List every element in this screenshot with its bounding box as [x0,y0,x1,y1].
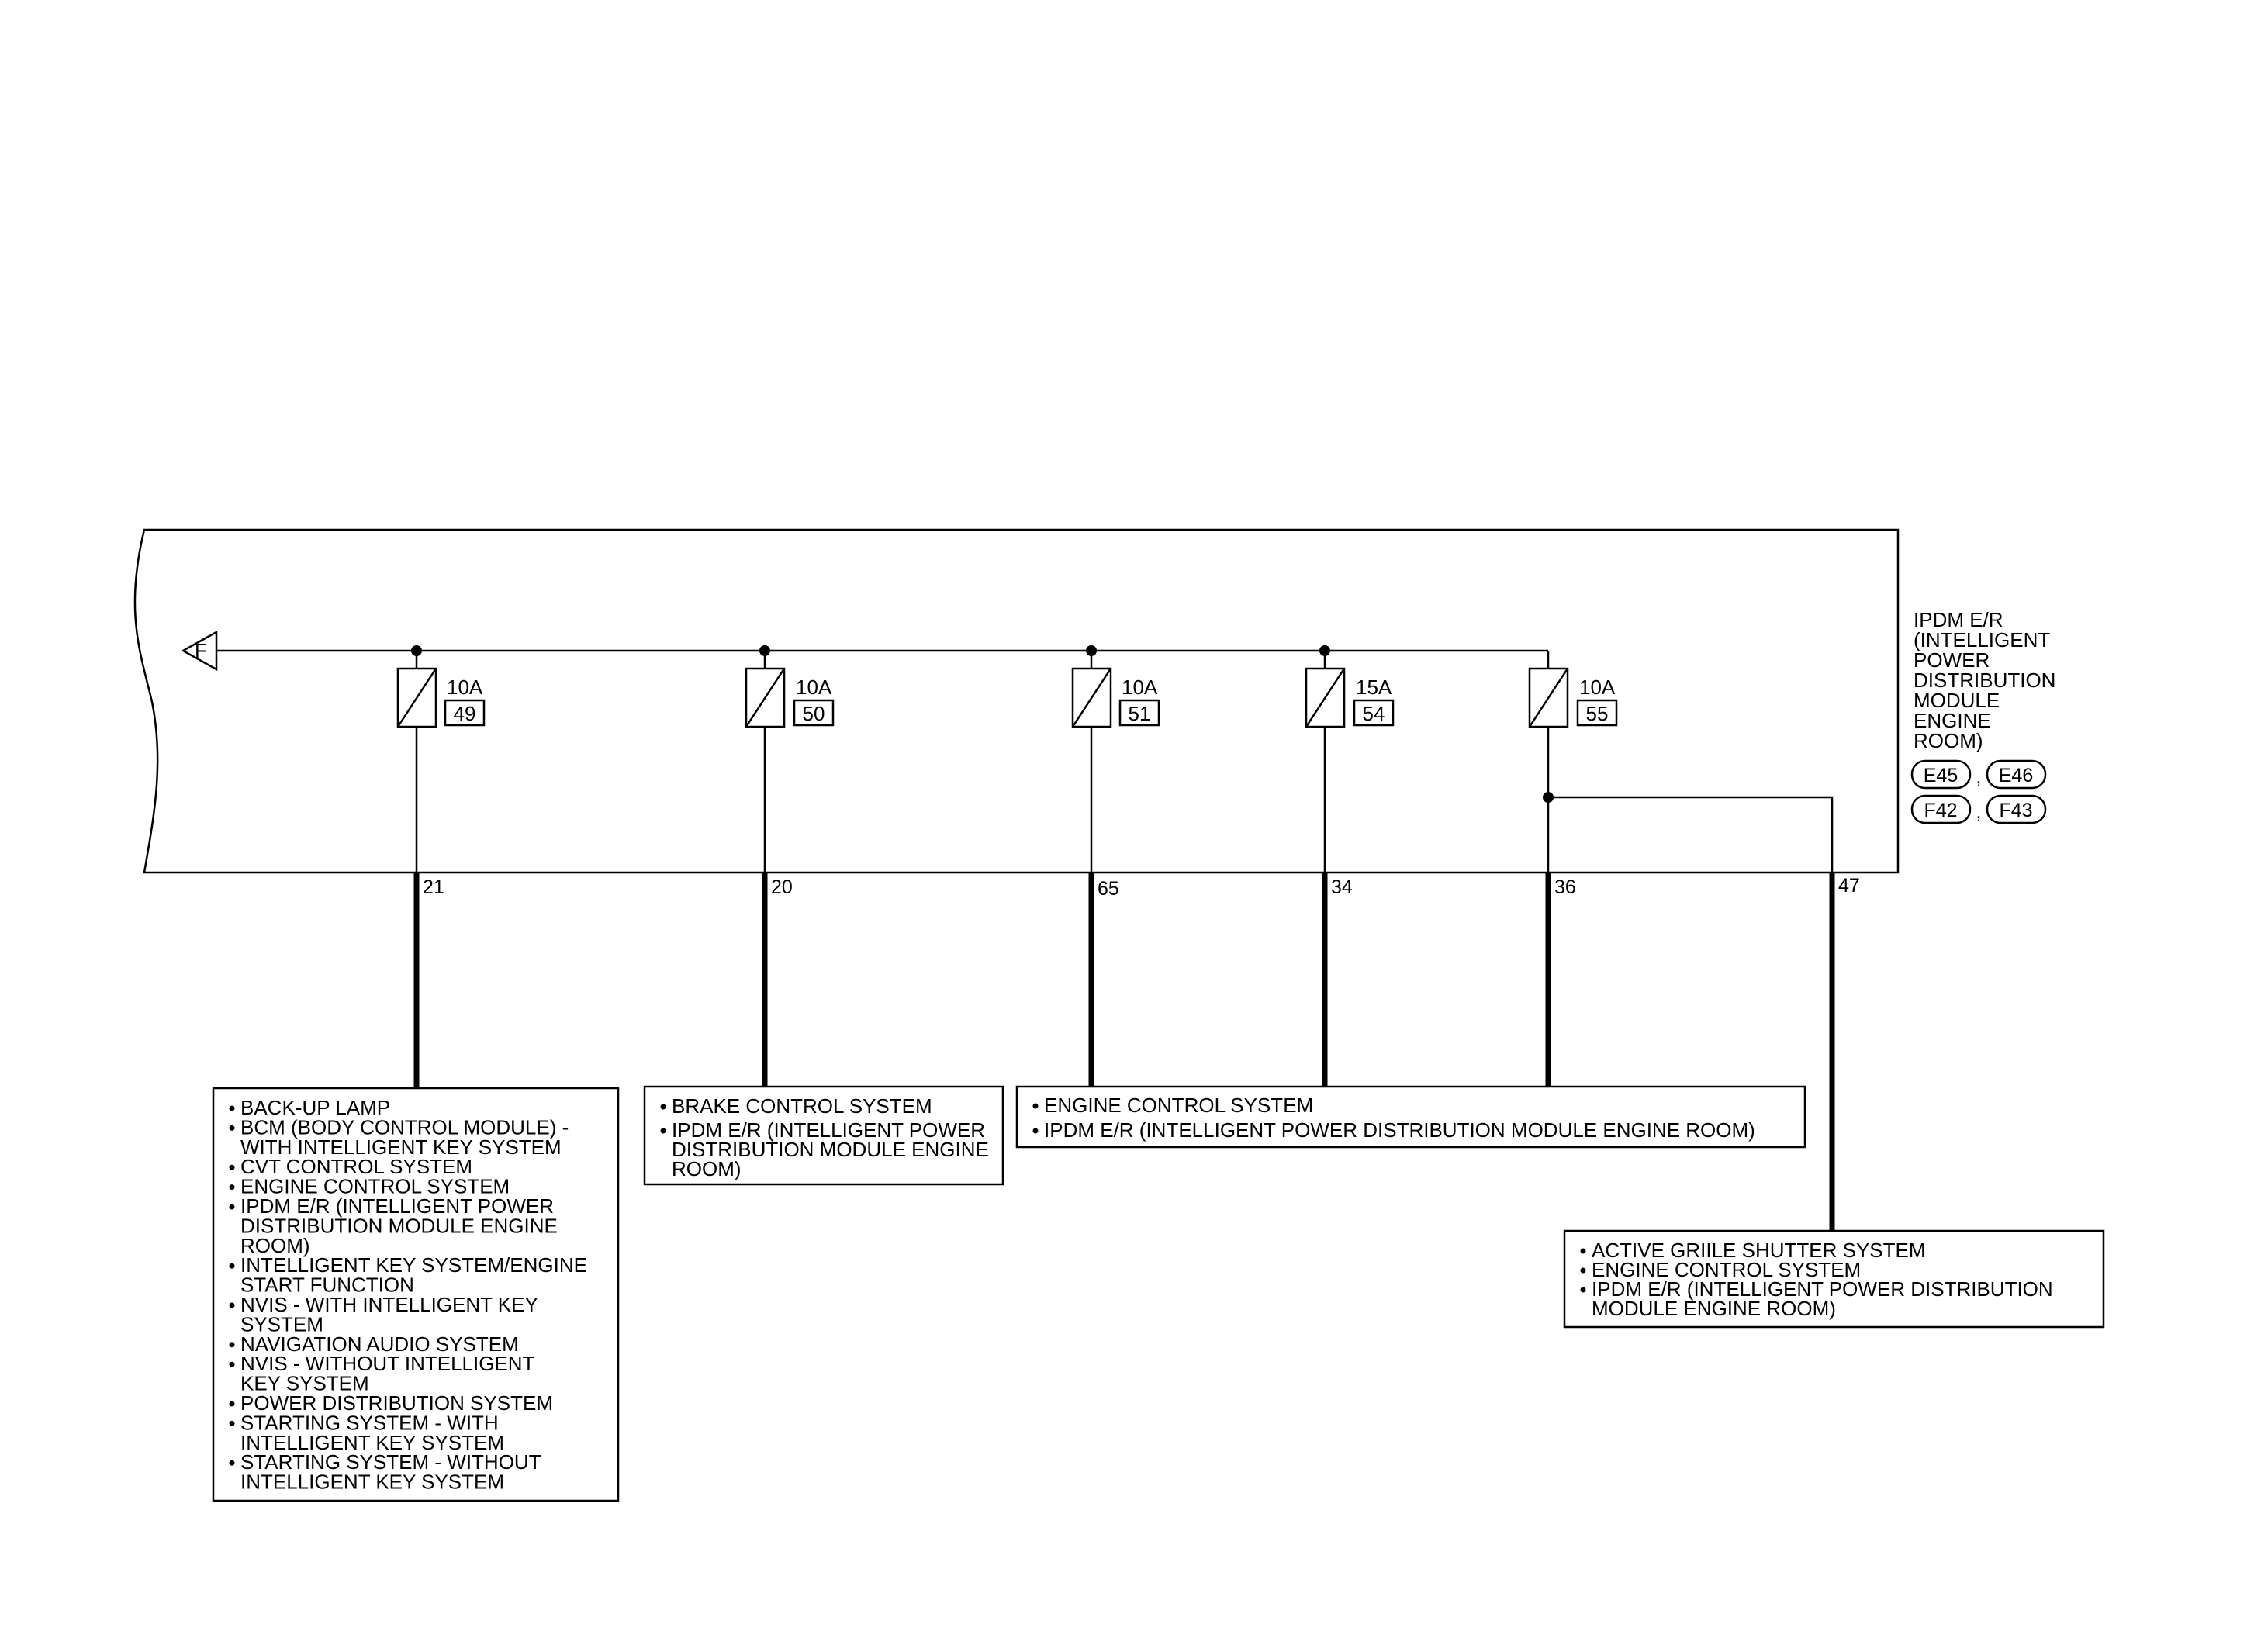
fuse-rating: 10A [447,676,483,699]
fuse-number: 54 [1363,702,1385,725]
destination-item: INTELLIGENT KEY SYSTEM [240,1431,504,1454]
module-outline [133,528,1900,874]
fuse-number: 49 [454,702,476,725]
connector-badge: F43 [1999,800,2032,821]
destination-item: SYSTEM [240,1312,323,1336]
pin-number: 47 [1838,875,1860,897]
fuse-number: 55 [1586,702,1609,725]
destination-item: STARTING SYSTEM - WITHOUT [240,1450,541,1474]
destination-item: INTELLIGENT KEY SYSTEM/ENGINE [240,1253,587,1277]
fuse-54: 15A 54 [1305,651,1395,873]
fuse-49: 10A 49 [396,651,486,873]
destination-item: ROOM) [672,1157,742,1180]
destination-item: BRAKE CONTROL SYSTEM [672,1094,932,1118]
module-name: IPDM E/R (INTELLIGENT POWER DISTRIBUTION… [1914,608,2055,752]
connector-separator: , [1976,766,1982,788]
destination-box [212,1087,620,1502]
pin-number: 34 [1331,876,1353,898]
destination-box [1563,1229,2105,1329]
destination-item: KEY SYSTEM [240,1372,369,1395]
module-name-line: ROOM) [1914,729,1983,752]
connector-badge: E46 [1999,765,2033,786]
bullet [1580,1248,1586,1254]
pin-number: 21 [423,876,444,898]
pin-number: 65 [1098,878,1119,900]
fuse-number: 50 [803,702,825,725]
destination-item: ENGINE CONTROL SYSTEM [240,1175,510,1198]
fuse-rating: 10A [1122,676,1158,699]
bullet [660,1104,666,1110]
destination-item: INTELLIGENT KEY SYSTEM [240,1471,504,1494]
module-name-line: POWER [1914,648,1990,672]
connector-badge: F42 [1924,800,1957,821]
harness-wires [413,873,1835,1231]
bullet [1580,1267,1586,1274]
bullet [229,1164,235,1170]
module-name-line: MODULE [1914,689,2000,712]
connector-badge: E45 [1924,765,1958,786]
fuse-rating: 10A [796,676,832,699]
bullet [229,1105,235,1111]
destination-item: STARTING SYSTEM - WITH [240,1411,499,1434]
destination-item: START FUNCTION [240,1274,414,1297]
bullet [229,1302,235,1308]
destination-item: ROOM) [240,1234,310,1257]
destination-item: NAVIGATION AUDIO SYSTEM [240,1332,519,1356]
bullet [1032,1103,1039,1109]
fuse-51: 10A 51 [1071,651,1160,873]
bus-flag-label: F [195,639,207,662]
bullet [229,1263,235,1269]
module-name-line: (INTELLIGENT [1914,628,2050,651]
module-name-line: IPDM E/R [1914,608,2003,631]
destination-box [1015,1085,1806,1149]
module-name-line: DISTRIBUTION [1914,669,2055,692]
bullet [229,1204,235,1210]
fuse-rating: 15A [1356,676,1392,699]
destination-item: BCM (BODY CONTROL MODULE) - [240,1115,569,1139]
bullet [1580,1287,1586,1293]
destination-item: IPDM E/R (INTELLIGENT POWER [672,1118,985,1142]
pin-numbers: 21 20 65 34 36 47 [423,875,1860,900]
pin-number: 20 [771,876,793,898]
bus-flag: F [181,630,218,672]
destination-item: CVT CONTROL SYSTEM [240,1155,472,1178]
bullet [660,1128,666,1134]
bullet [229,1361,235,1367]
destination-item: BACK-UP LAMP [240,1096,390,1119]
destination-item: POWER DISTRIBUTION SYSTEM [240,1391,553,1415]
destination-item: DISTRIBUTION MODULE ENGINE [672,1138,989,1161]
connector-badges: E45 , E46 F42 , F43 [1910,759,2047,824]
bullet [1032,1128,1039,1134]
bullet [229,1125,235,1131]
destination-item: IPDM E/R (INTELLIGENT POWER DISTRIBUTION… [1044,1118,1755,1142]
destination-item: ACTIVE GRIILE SHUTTER SYSTEM [1592,1239,1926,1262]
bullet [229,1420,235,1426]
fuse-number: 51 [1129,702,1151,725]
pin-number: 36 [1554,876,1576,898]
module-name-line: ENGINE [1914,709,1991,732]
destination-item: ENGINE CONTROL SYSTEM [1044,1094,1313,1117]
fuse-55: 10A 55 [1528,651,1834,873]
destination-item: IPDM E/R (INTELLIGENT POWER [240,1194,554,1218]
fuse-rating: 10A [1579,676,1616,699]
bullet [229,1342,235,1348]
destination-item: IPDM E/R (INTELLIGENT POWER DISTRIBUTION [1592,1277,2053,1301]
connector-separator: , [1976,801,1982,823]
destination-box [643,1085,1004,1186]
destination-item: WITH INTELLIGENT KEY SYSTEM [240,1135,562,1159]
destination-item: NVIS - WITHOUT INTELLIGENT [240,1352,535,1375]
destination-item: NVIS - WITH INTELLIGENT KEY [240,1293,538,1316]
destination-item: ENGINE CONTROL SYSTEM [1592,1258,1861,1281]
destination-item: MODULE ENGINE ROOM) [1592,1297,1836,1320]
fuse-50: 10A 50 [745,651,835,873]
bullet [229,1184,235,1191]
bullet [229,1401,235,1407]
bullet [229,1460,235,1466]
destination-item: DISTRIBUTION MODULE ENGINE [240,1214,558,1237]
